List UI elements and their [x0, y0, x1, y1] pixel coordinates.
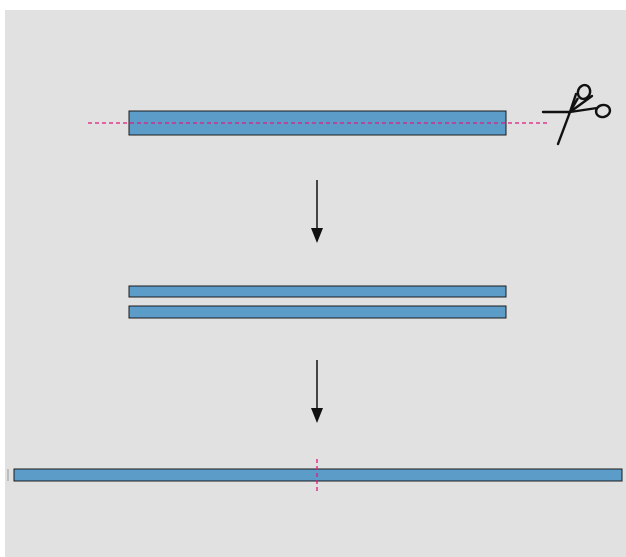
arrow-down-icon: [311, 360, 323, 423]
background-panel: [5, 10, 626, 557]
narrow-strip-top: [128, 285, 507, 298]
arrow-down-icon: [311, 180, 323, 243]
narrow-strip-bottom: [128, 305, 507, 319]
step-1-group: [88, 83, 612, 146]
step-3-group: [7, 459, 623, 494]
scissors-icon: [541, 83, 612, 146]
step-2-group: [128, 285, 507, 319]
wide-strip: [128, 110, 507, 136]
joined-long-strip: [13, 468, 623, 482]
